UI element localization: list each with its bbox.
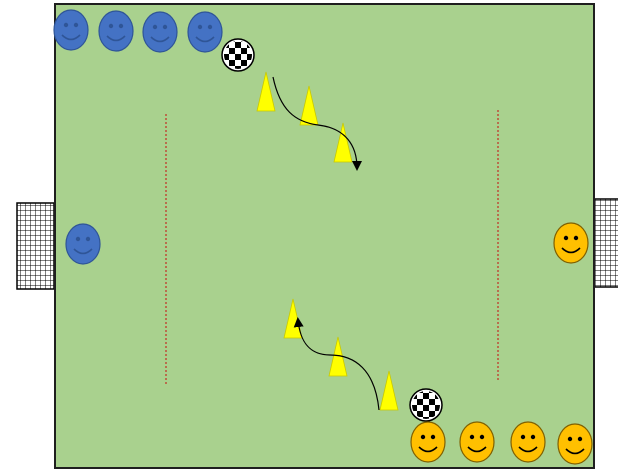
orange-player-smiley-icon <box>460 422 494 462</box>
left-goal <box>17 203 54 289</box>
orange-player-smiley-icon <box>558 424 592 464</box>
pitch <box>55 4 594 468</box>
blue-player-smiley-icon <box>99 11 133 51</box>
blue-player-smiley-icon <box>54 10 88 50</box>
orange-player-smiley-icon <box>411 422 445 462</box>
blue-goalkeeper-smiley-icon <box>66 224 100 264</box>
soccer-ball-top <box>222 39 254 71</box>
orange-goalkeeper-smiley-icon <box>554 223 588 263</box>
orange-player-smiley-icon <box>511 422 545 462</box>
soccer-ball-bottom <box>410 389 442 421</box>
right-goal <box>594 199 618 287</box>
blue-player-smiley-icon <box>188 12 222 52</box>
blue-player-smiley-icon <box>143 12 177 52</box>
